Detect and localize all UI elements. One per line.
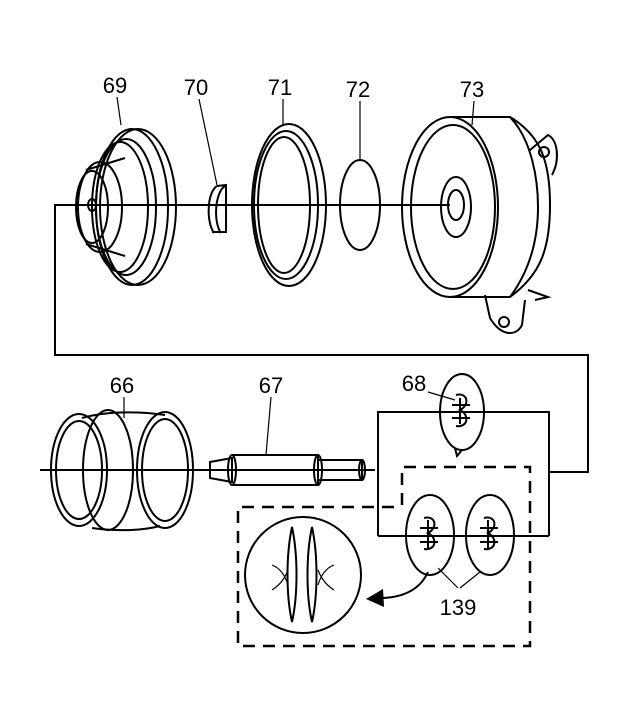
part-69-piston bbox=[75, 128, 177, 286]
part-70-snap-ring bbox=[207, 183, 227, 234]
part-72-o-ring bbox=[339, 159, 381, 251]
label-71: 71 bbox=[268, 75, 292, 100]
part-139-valve-discs bbox=[405, 494, 515, 576]
label-139: 139 bbox=[440, 595, 477, 620]
label-68: 68 bbox=[402, 371, 426, 396]
part-66-spring bbox=[50, 409, 194, 532]
part-71-seal-ring bbox=[251, 123, 327, 287]
part-67-pin bbox=[209, 454, 366, 486]
detail-box bbox=[236, 465, 532, 648]
leader-lines bbox=[116, 96, 481, 589]
label-69: 69 bbox=[103, 73, 127, 98]
detail-arrow bbox=[366, 571, 429, 607]
part-73-housing bbox=[401, 116, 558, 334]
detail-magnified-view bbox=[244, 516, 362, 634]
label-70: 70 bbox=[184, 75, 208, 100]
label-67: 67 bbox=[259, 373, 283, 398]
part-68-valve-disc bbox=[439, 373, 485, 459]
label-66: 66 bbox=[110, 373, 134, 398]
label-73: 73 bbox=[460, 77, 484, 102]
label-72: 72 bbox=[346, 77, 370, 102]
